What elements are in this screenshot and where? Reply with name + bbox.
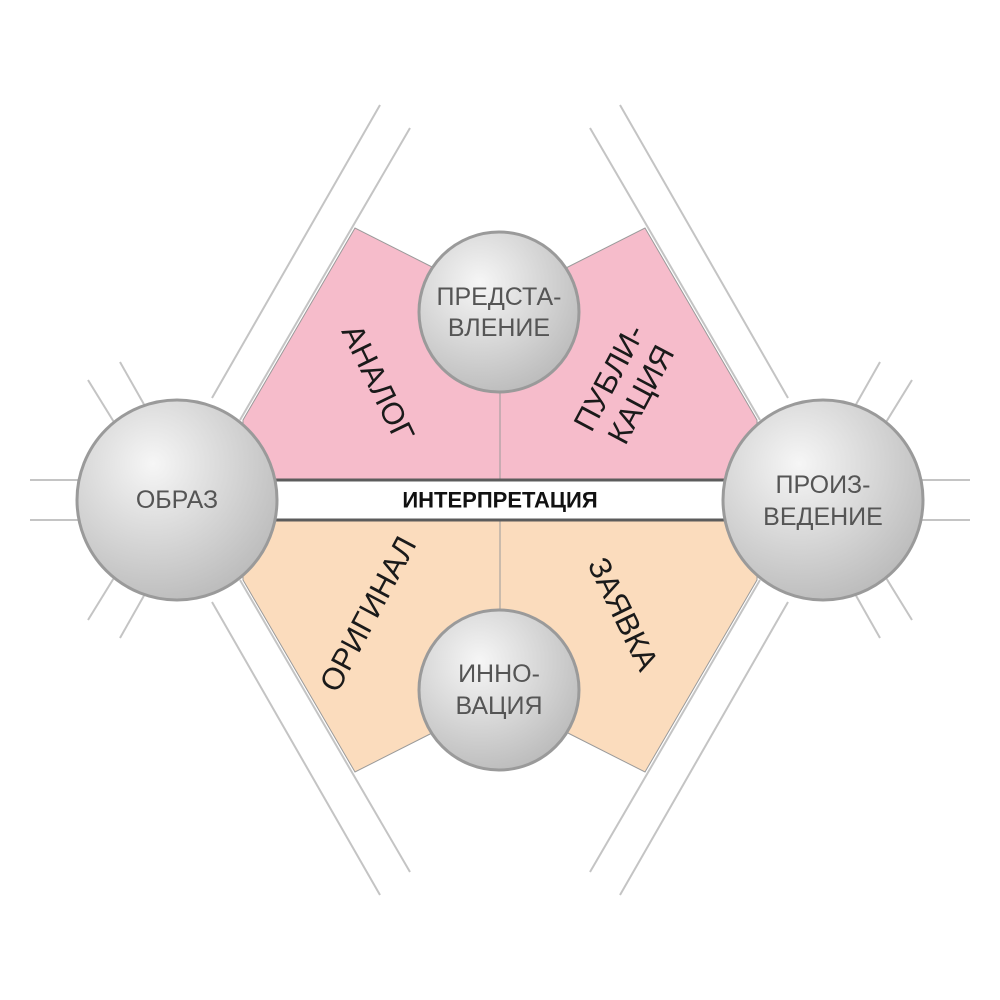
node-bottom-line-1: ИННО- [458, 660, 540, 688]
node-top-line-1: ПРЕДСТА- [437, 283, 562, 311]
node-top-circle [417, 230, 581, 394]
node-right-line-1: ПРОИЗ- [776, 471, 871, 499]
node-top: ПРЕДСТА- ВЛЕНИЕ [417, 230, 581, 394]
outline-line-lower-left-outer [211, 601, 381, 896]
outline-line-upper-left-inner [239, 127, 411, 421]
outline-line-upper-right-outer [619, 104, 789, 399]
node-right: ПРОИЗ- ВЕДЕНИЕ [721, 398, 925, 602]
node-left: ОБРАЗ [75, 398, 279, 602]
outline-line-upper-left-outer [211, 104, 381, 399]
outline-line-lower-right-outer [619, 601, 789, 896]
node-bottom: ИННО- ВАЦИЯ [417, 608, 581, 772]
node-left-circle [75, 398, 279, 602]
node-right-circle [721, 398, 925, 602]
outline-line-lower-left-inner [239, 579, 411, 873]
outline-line-upper-right-inner [589, 127, 761, 421]
node-bottom-line-2: ВАЦИЯ [455, 692, 542, 720]
band-label: ИНТЕРПРЕТАЦИЯ [402, 488, 597, 513]
node-bottom-circle [417, 608, 581, 772]
node-right-line-2: ВЕДЕНИЕ [763, 503, 883, 531]
node-top-line-2: ВЛЕНИЕ [448, 314, 550, 342]
interpretation-band [243, 480, 757, 520]
node-left-line-1: ОБРАЗ [136, 486, 218, 514]
outline-line-lower-right-inner [589, 579, 761, 873]
